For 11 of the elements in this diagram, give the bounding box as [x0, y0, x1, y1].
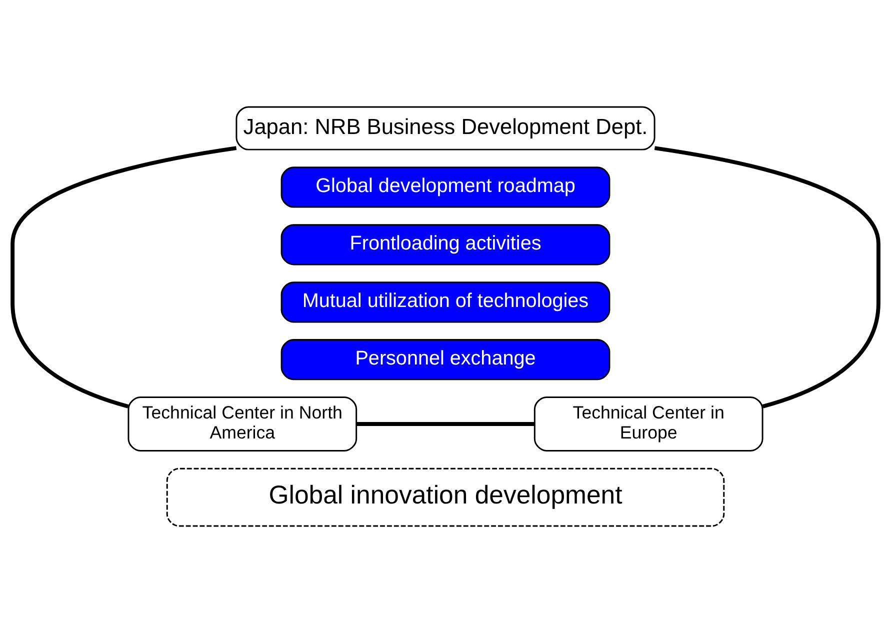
- node-box: Mutual utilization of technologies: [280, 282, 610, 323]
- node-box: Personnel exchange: [280, 339, 610, 380]
- node-box: Global innovation development: [166, 468, 725, 527]
- node-box: Technical Center in North America: [128, 396, 358, 452]
- node-box: Global development roadmap: [280, 166, 610, 208]
- node-box: Frontloading activities: [280, 224, 610, 266]
- node-box: Japan: NRB Business Development Dept.: [236, 106, 656, 150]
- connector: [356, 422, 535, 426]
- connector: [10, 146, 237, 408]
- node-box: Technical Center in Europe: [534, 396, 764, 452]
- connector: [654, 146, 880, 408]
